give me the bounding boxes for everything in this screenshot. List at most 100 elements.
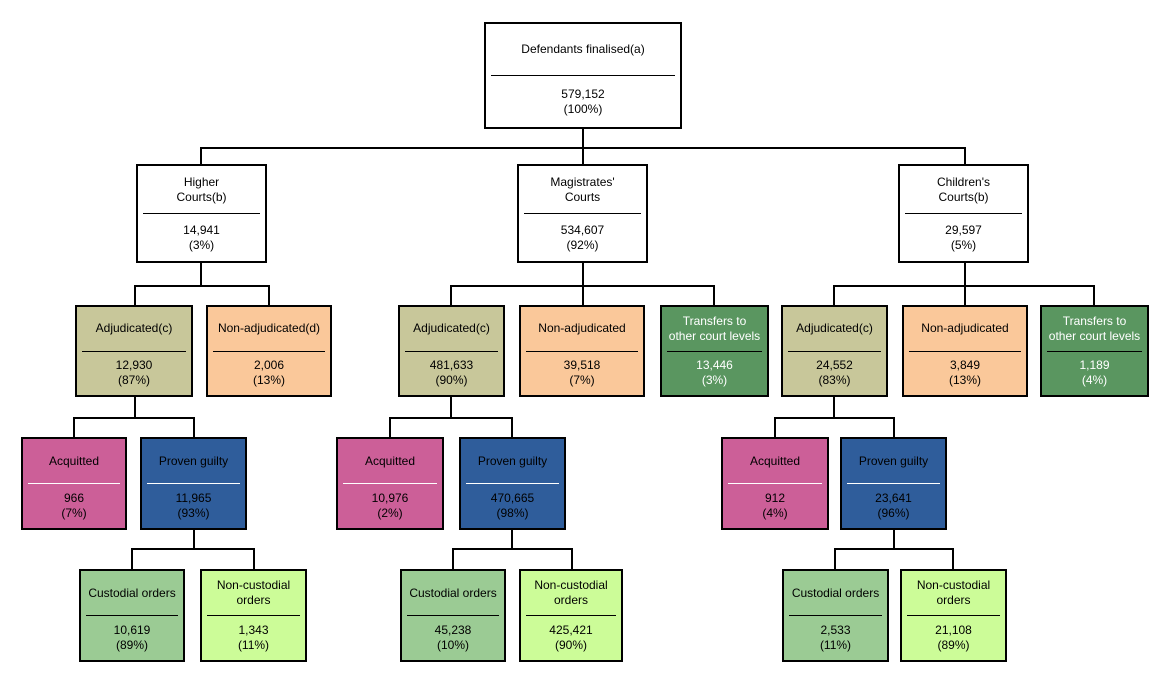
box-count: 24,552 [816, 358, 853, 373]
box-percent: (11%) [237, 638, 270, 652]
magistrates-acquitted-box: Acquitted 10,976 (2%) [336, 437, 444, 530]
divider [82, 350, 186, 352]
magistrates-non-adjudicated-box: Non-adjudicated 39,518 (7%) [519, 305, 645, 397]
box-label: Transfers to [1062, 313, 1127, 328]
box-percent: (4%) [762, 506, 788, 520]
box-count: 966 [63, 491, 85, 505]
box-percent: (4%) [1081, 373, 1108, 388]
box-count: 1,189 [1079, 358, 1110, 373]
higher-adjudicated-box: Adjudicated(c) 12,930 (87%) [75, 305, 193, 397]
box-count: 579,152 [561, 86, 605, 101]
divider [526, 615, 616, 616]
divider [1047, 350, 1142, 352]
box-percent: (3%) [188, 237, 215, 252]
box-label: orders [553, 593, 588, 607]
box-label: Adjudicated(c) [95, 321, 173, 336]
childrens-transfers-box: Transfers to other court levels 1,189 (4… [1040, 305, 1149, 397]
childrens-acquitted-box: Acquitted 912 (4%) [721, 437, 829, 530]
box-percent: (100%) [563, 101, 603, 116]
magistrates-adjudicated-box: Adjudicated(c) 481,633 (90%) [398, 305, 505, 397]
divider [207, 615, 300, 616]
childrens-custodial-orders-box: Custodial orders 2,533 (11%) [782, 569, 889, 662]
box-count: 11,965 [175, 491, 212, 505]
box-label: Higher [183, 174, 220, 189]
childrens-non-custodial-orders-box: Non-custodial orders 21,108 (89%) [900, 569, 1007, 662]
box-label: Non-custodial [534, 578, 608, 592]
box-count: 534,607 [560, 222, 605, 237]
box-percent: (7%) [61, 506, 87, 520]
box-count: 29,597 [945, 222, 982, 237]
box-count: 23,641 [875, 491, 912, 505]
divider [466, 483, 559, 484]
divider [213, 350, 325, 352]
box-percent: (93%) [177, 506, 210, 520]
box-count: 39,518 [563, 358, 601, 373]
box-label: Proven guilty [477, 453, 548, 468]
box-label: Magistrates' [550, 174, 615, 189]
divider [147, 483, 240, 484]
divider [667, 350, 762, 352]
box-percent: (3%) [701, 373, 728, 388]
divider [491, 75, 675, 76]
box-percent: (87%) [117, 373, 150, 388]
magistrates-proven-guilty-box: Proven guilty 470,665 (98%) [459, 437, 566, 530]
magistrates-custodial-orders-box: Custodial orders 45,238 (10%) [400, 569, 506, 662]
box-label: Custodial orders [791, 585, 880, 600]
divider [524, 213, 641, 214]
box-label: Courts(b) [938, 189, 989, 204]
higher-non-custodial-orders-box: Non-custodial orders 1,343 (11%) [200, 569, 307, 662]
box-count: 425,421 [549, 623, 593, 637]
divider [905, 213, 1022, 214]
box-count: 1,343 [238, 623, 269, 637]
divider [789, 615, 882, 616]
box-label: Non-custodial [916, 578, 991, 592]
box-label: Acquitted [364, 453, 416, 468]
magistrates-courts-box: Magistrates' Courts 534,607 (92%) [517, 164, 648, 263]
higher-custodial-orders-box: Custodial orders 10,619 (89%) [79, 569, 185, 662]
box-percent: (83%) [818, 373, 851, 388]
box-label: Non-adjudicated(d) [217, 321, 321, 336]
box-label: other court levels [668, 328, 761, 343]
box-count: 45,238 [434, 623, 472, 637]
divider [28, 483, 120, 484]
box-percent: (96%) [877, 506, 910, 520]
box-label: Children's [937, 174, 990, 189]
childrens-proven-guilty-box: Proven guilty 23,641 (96%) [840, 437, 947, 530]
divider [405, 350, 498, 352]
box-label: orders [236, 593, 271, 607]
childrens-adjudicated-box: Adjudicated(c) 24,552 (83%) [781, 305, 888, 397]
box-count: 3,849 [949, 358, 981, 373]
box-percent: (92%) [566, 237, 599, 252]
box-label: Non-adjudicated [538, 321, 626, 336]
box-count: 14,941 [183, 222, 220, 237]
box-label: Proven guilty [858, 453, 929, 468]
box-label: Non-custodial [216, 578, 291, 592]
higher-acquitted-box: Acquitted 966 (7%) [21, 437, 127, 530]
box-percent: (10%) [436, 638, 469, 652]
box-count: 470,665 [490, 491, 535, 505]
box-percent: (89%) [937, 638, 970, 652]
childrens-courts-box: Children's Courts(b) 29,597 (5%) [898, 164, 1029, 263]
box-label: Courts [564, 189, 601, 204]
box-label: Adjudicated(c) [796, 321, 873, 336]
divider [847, 483, 940, 484]
divider [909, 350, 1021, 352]
box-label: Acquitted [48, 453, 100, 468]
box-count: 912 [764, 491, 786, 505]
childrens-non-adjudicated-box: Non-adjudicated 3,849 (13%) [902, 305, 1028, 397]
box-label: Acquitted [749, 453, 801, 468]
box-label: Courts(b) [176, 189, 227, 204]
divider [907, 615, 1000, 616]
divider [526, 350, 638, 352]
box-label: Custodial orders [409, 585, 497, 600]
magistrates-non-custodial-orders-box: Non-custodial orders 425,421 (90%) [519, 569, 623, 662]
box-percent: (89%) [115, 638, 148, 652]
box-count: 481,633 [429, 358, 474, 373]
box-count: 10,976 [371, 491, 409, 505]
box-percent: (11%) [819, 638, 852, 652]
box-count: 10,619 [113, 623, 151, 637]
box-percent: (90%) [435, 373, 468, 388]
box-percent: (13%) [948, 373, 981, 388]
box-count: 21,108 [935, 623, 972, 637]
box-percent: (5%) [950, 237, 977, 252]
